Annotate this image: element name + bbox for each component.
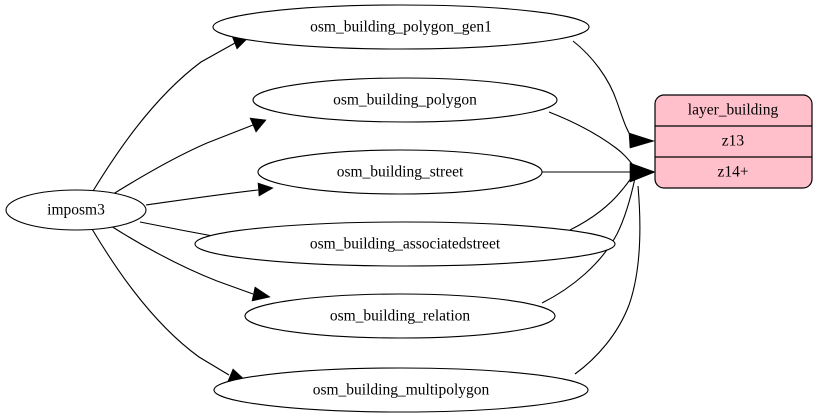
- edge-osm_building_relation-to-zoom-z14plus: [541, 177, 636, 304]
- edge-group-tables-to-layer: [541, 40, 656, 375]
- layer-record-row-layer-name: layer_building: [688, 102, 779, 119]
- node-osm_building_associatedstreet[interactable]: osm_building_associatedstreet: [194, 221, 616, 267]
- node-osm_building_relation-label: osm_building_relation: [330, 308, 471, 325]
- node-osm_building_polygon_gen1-label: osm_building_polygon_gen1: [310, 19, 492, 36]
- arrowhead-zoom-z14plus: [629, 162, 656, 183]
- edge-imposm3-to-osm_building_relation: [110, 225, 254, 295]
- edge-imposm3-to-osm_building_multipolygon: [91, 228, 230, 376]
- node-osm_building_relation-shape[interactable]: [244, 293, 556, 339]
- node-osm_building_multipolygon-shape[interactable]: [213, 367, 589, 413]
- edge-osm_building_polygon-to-zoom-z14plus: [548, 111, 634, 166]
- arrowhead-osm_building_relation: [251, 286, 271, 302]
- node-imposm3-label: imposm3: [47, 202, 105, 219]
- edge-imposm3-to-osm_building_polygon: [109, 124, 254, 197]
- edge-osm_building_polygon_gen1-to-zoom-z13: [572, 40, 633, 139]
- arrowhead-zoom-z13: [628, 132, 656, 149]
- layer-record-row-zoom-z13: z13: [722, 133, 745, 150]
- node-osm_building_polygon-label: osm_building_polygon: [333, 92, 477, 109]
- node-osm_building_polygon[interactable]: osm_building_polygon: [252, 77, 558, 123]
- node-osm_building_relation[interactable]: osm_building_relation: [244, 293, 556, 339]
- layer-record-row-zoom-z14plus: z14+: [717, 164, 748, 181]
- node-osm_building_associatedstreet-shape[interactable]: [194, 221, 616, 267]
- node-layer_building[interactable]: layer_building z13 z14+: [654, 94, 813, 189]
- node-osm_building_polygon-shape[interactable]: [252, 77, 558, 123]
- edge-osm_building_associatedstreet-to-zoom-z14plus: [569, 173, 635, 231]
- arrowhead-osm_building_polygon: [249, 117, 267, 133]
- arrowhead-osm_building_street: [257, 182, 274, 197]
- edge-imposm3-to-osm_building_polygon_gen1: [92, 42, 236, 192]
- edge-imposm3-to-osm_building_street: [145, 189, 259, 206]
- node-imposm3-shape[interactable]: [5, 189, 147, 231]
- node-osm_building_polygon_gen1-shape[interactable]: [212, 4, 590, 50]
- node-osm_building_street[interactable]: osm_building_street: [257, 149, 543, 195]
- node-osm_building_street-label: osm_building_street: [337, 164, 464, 181]
- node-osm_building_multipolygon[interactable]: osm_building_multipolygon: [213, 367, 589, 413]
- node-osm_building_street-shape[interactable]: [257, 149, 543, 195]
- edge-osm_building_multipolygon-to-zoom-z14plus: [574, 185, 641, 375]
- layer-record-background[interactable]: [654, 94, 813, 189]
- node-osm_building_associatedstreet-label: osm_building_associatedstreet: [310, 236, 501, 253]
- node-osm_building_polygon_gen1[interactable]: osm_building_polygon_gen1: [212, 4, 590, 50]
- node-osm_building_multipolygon-label: osm_building_multipolygon: [313, 382, 490, 399]
- node-imposm3[interactable]: imposm3: [5, 189, 147, 231]
